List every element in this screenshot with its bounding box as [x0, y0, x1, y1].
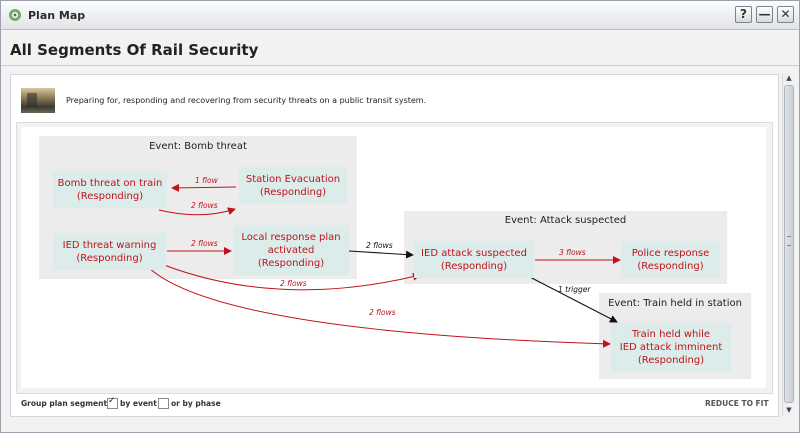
edge-label-ied-warning-to-ied-suspected: 2 flows — [280, 279, 307, 288]
vertical-scrollbar[interactable]: ▲ ▼ — [782, 73, 795, 416]
plan-description: Preparing for, responding and recovering… — [66, 96, 427, 105]
window-title: Plan Map — [28, 9, 86, 22]
reduce-to-fit-button[interactable]: REDUCE TO FIT — [705, 399, 769, 408]
edge-ied-warning-to-train-held — [148, 267, 611, 348]
arrow-up-icon[interactable]: ▲ — [786, 74, 792, 82]
page-title: All Segments Of Rail Security — [10, 41, 259, 59]
edge-label-ied-suspected-to-police: 3 flows — [559, 248, 586, 257]
minimize-button[interactable]: — — [756, 6, 773, 23]
map-canvas[interactable]: Event: Bomb threat Event: Attack suspect… — [21, 127, 766, 388]
node-station-evacuation[interactable]: Station Evacuation (Responding) — [239, 167, 347, 204]
by-phase-label: or by phase — [171, 399, 221, 408]
node-bomb-threat-on-train[interactable]: Bomb threat on train (Responding) — [53, 171, 167, 208]
map-canvas-frame: Event: Bomb threat Event: Attack suspect… — [16, 122, 773, 394]
by-phase-checkbox[interactable] — [158, 398, 169, 409]
edge-label-local-plan-to-ied-suspected: 2 flows — [366, 241, 393, 250]
edge-ied-suspected-to-train-held — [525, 274, 618, 323]
node-police-response[interactable]: Police response (Responding) — [621, 241, 720, 278]
plan-panel: Preparing for, responding and recovering… — [10, 74, 779, 417]
group-label-attack-suspected: Event: Attack suspected — [504, 215, 627, 226]
node-ied-threat-warning[interactable]: IED threat warning (Responding) — [53, 233, 166, 270]
arrow-down-icon[interactable]: ▼ — [786, 406, 792, 414]
edge-label-ied-warning-to-train-held: 2 flows — [369, 308, 396, 317]
edge-ied-warning-to-ied-suspected — [163, 264, 421, 291]
edge-bomb-to-evac — [158, 207, 236, 216]
node-local-response-plan[interactable]: Local response plan activated (Respondin… — [233, 225, 349, 275]
edge-local-plan-to-ied-suspected — [348, 250, 414, 259]
by-event-checkbox[interactable] — [107, 396, 118, 409]
gear-cluster-icon — [9, 9, 21, 21]
edge-evac-to-bomb — [171, 183, 237, 192]
edge-label-bomb-to-evac: 2 flows — [191, 201, 218, 210]
group-label-train-held: Event: Train held in station — [608, 298, 742, 309]
flow-edges — [148, 183, 621, 348]
edge-label-ied-suspected-to-train-held: 1 trigger — [558, 285, 591, 294]
by-event-label: by event — [120, 399, 157, 408]
edge-label-ied-warning-to-local-plan: 2 flows — [191, 239, 218, 248]
scrollbar-thumb[interactable] — [784, 85, 794, 403]
edge-label-evac-to-bomb: 1 flow — [195, 176, 218, 185]
node-ied-attack-suspected[interactable]: IED attack suspected (Responding) — [414, 241, 534, 278]
scrollbar-grip — [787, 236, 791, 246]
map-footer: Group plan segments by event or by phase… — [21, 396, 776, 411]
close-button[interactable]: ✕ — [777, 6, 794, 23]
title-bar[interactable]: Plan Map ? — ✕ — [1, 1, 799, 30]
title-divider — [1, 65, 799, 66]
help-button[interactable]: ? — [735, 6, 752, 23]
node-train-held[interactable]: Train held while IED attack imminent (Re… — [611, 323, 731, 372]
group-label-bomb-threat: Event: Bomb threat — [149, 141, 247, 152]
group-segments-label: Group plan segments — [21, 399, 112, 408]
plan-thumbnail-image — [21, 88, 55, 113]
